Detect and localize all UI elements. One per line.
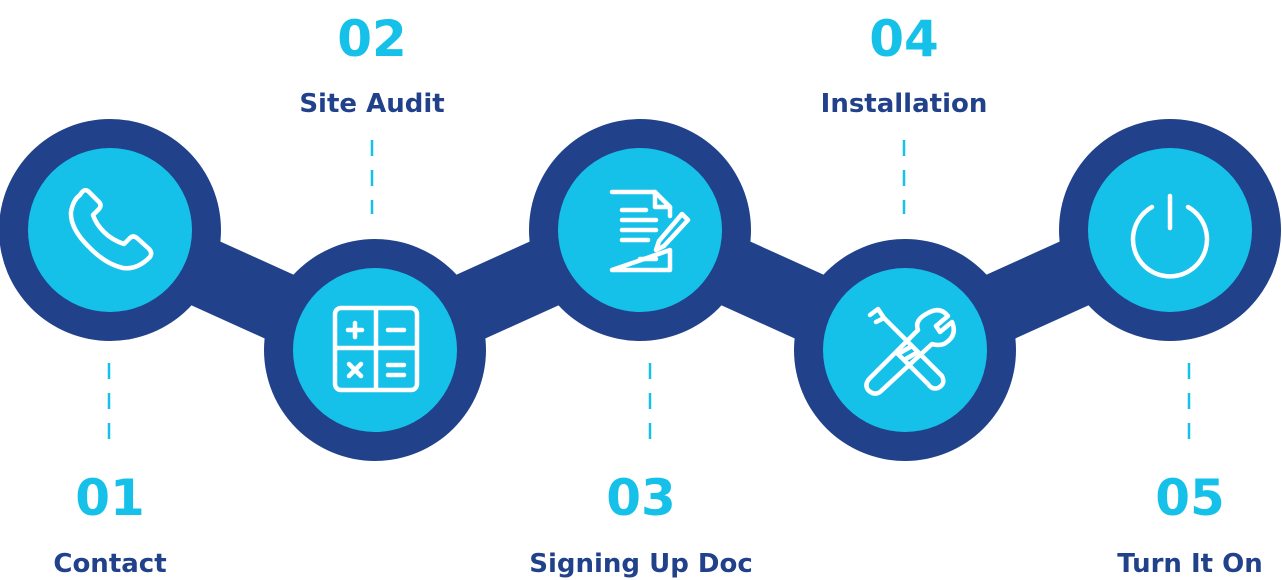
step-number-01: 01 bbox=[75, 469, 145, 527]
step-label-04: Installation bbox=[821, 89, 988, 119]
step-number-04: 04 bbox=[869, 10, 939, 68]
step-number-02: 02 bbox=[337, 10, 407, 68]
step-label-02: Site Audit bbox=[299, 89, 444, 119]
tools-icon bbox=[864, 306, 956, 396]
document-pen-icon bbox=[609, 189, 691, 273]
power-icon bbox=[1130, 193, 1210, 279]
phone-icon bbox=[68, 187, 154, 271]
step-label-01: Contact bbox=[53, 549, 166, 579]
step-label-03: Signing Up Doc bbox=[529, 549, 752, 579]
step-label-05: Turn It On bbox=[1117, 549, 1263, 579]
step-number-05: 05 bbox=[1155, 469, 1225, 527]
step-number-03: 03 bbox=[606, 469, 676, 527]
calculator-icon bbox=[332, 305, 420, 393]
